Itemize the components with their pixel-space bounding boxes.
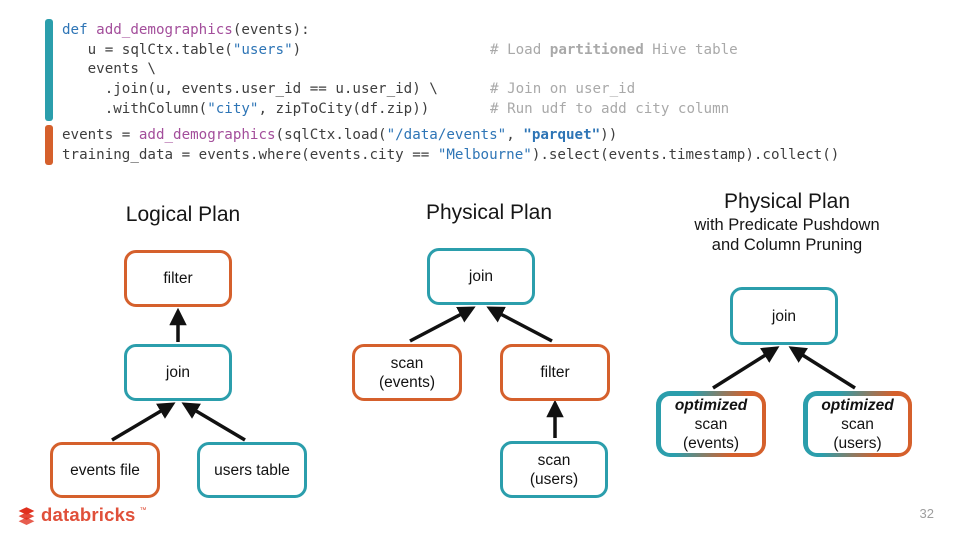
node-label-line: filter — [540, 364, 570, 381]
code-text: u = sqlCtx.table("users") — [62, 41, 302, 58]
node-label-line: optimized — [674, 396, 748, 414]
title-line: with Predicate Pushdown — [694, 215, 880, 234]
code-comment: # Join on user_id — [490, 81, 636, 98]
plan-node-join: join — [730, 287, 838, 345]
title-line: Physical Plan — [425, 201, 553, 224]
logical-plan-title: Logical Plan — [126, 202, 240, 228]
code-line: def add_demographics(events): — [62, 21, 438, 41]
edge-events-file-to-join — [111, 402, 176, 442]
node-label-line: scan — [537, 451, 571, 469]
code-accent-bar-teal — [45, 19, 53, 121]
code-text: events = add_demographics(sqlCtx.load("/… — [62, 127, 618, 143]
edge-users-table-to-join — [181, 402, 246, 442]
edge-optimized-scan-events-to-join — [712, 346, 780, 390]
node-label-line: scan — [390, 354, 424, 372]
code-text: events \ — [62, 61, 156, 78]
code-comment: # Load partitioned Hive table — [490, 41, 738, 58]
databricks-wordmark: databricks — [41, 504, 136, 525]
code-text: .join(u, events.user_id == u.user_id) \ — [62, 81, 438, 98]
code-line: .withColumn("city", zipToCity(df.zip)) # … — [62, 100, 729, 120]
node-label-line: events file — [70, 461, 140, 479]
code-line: training_data = events.where(events.city… — [62, 146, 839, 166]
plan-node-filter: filter — [124, 250, 232, 307]
slide-page-number: 32 — [919, 506, 934, 521]
code-accent-bar-orange — [45, 125, 53, 165]
code-line: u = sqlCtx.table("users") # Load partitio… — [62, 41, 738, 61]
edge-optimized-scan-users-to-join — [788, 346, 856, 390]
node-label-line: (users) — [833, 434, 882, 452]
node-label-line: (events) — [683, 434, 739, 452]
code-text: def add_demographics(events): — [62, 22, 310, 38]
node-label-line: join — [468, 268, 494, 285]
node-label-line: scan — [841, 415, 874, 433]
databricks-logo: databricks ™ — [16, 504, 147, 526]
physical-plan-title: Physical Plan — [426, 200, 552, 226]
code-line: events \ — [62, 60, 438, 80]
edge-filter-to-join — [486, 306, 553, 343]
plan-node-filter: filter — [500, 344, 610, 401]
node-label-line: join — [165, 364, 191, 381]
plan-node-scan-users: scan(users) — [500, 441, 608, 498]
node-label-line: users table — [214, 461, 290, 479]
plan-node-join: join — [124, 344, 232, 401]
code-line: .join(u, events.user_id == u.user_id) \ #… — [62, 80, 636, 100]
code-block-usage: events = add_demographics(sqlCtx.load("/… — [62, 126, 839, 165]
code-comment: # Run udf to add city column — [490, 100, 730, 117]
node-label-line: filter — [163, 270, 193, 287]
plan-node-scan-events: scan(events) — [352, 344, 462, 401]
code-text: .withColumn("city", zipToCity(df.zip)) — [62, 100, 430, 117]
databricks-bricks-icon — [18, 506, 35, 525]
code-line: events = add_demographics(sqlCtx.load("/… — [62, 126, 839, 146]
node-label-line: join — [771, 307, 797, 325]
title-line: Physical Plan — [723, 190, 851, 213]
node-label-line: (users) — [529, 470, 579, 488]
node-label-line: scan — [694, 415, 728, 433]
node-label-line: (events) — [379, 373, 435, 391]
plan-node-users-table: users table — [197, 442, 307, 498]
plan-node-join: join — [427, 248, 535, 305]
code-block-function-def: def add_demographics(events): u = sqlCtx… — [62, 21, 738, 120]
code-text: training_data = events.where(events.city… — [62, 146, 840, 163]
node-label-line: optimized — [821, 396, 894, 414]
edge-scan-events-to-join — [409, 306, 476, 343]
trademark-symbol: ™ — [139, 506, 147, 514]
plan-node-events-file: events file — [50, 442, 160, 498]
title-line: Logical Plan — [125, 203, 241, 226]
title-line: and Column Pruning — [711, 235, 863, 254]
